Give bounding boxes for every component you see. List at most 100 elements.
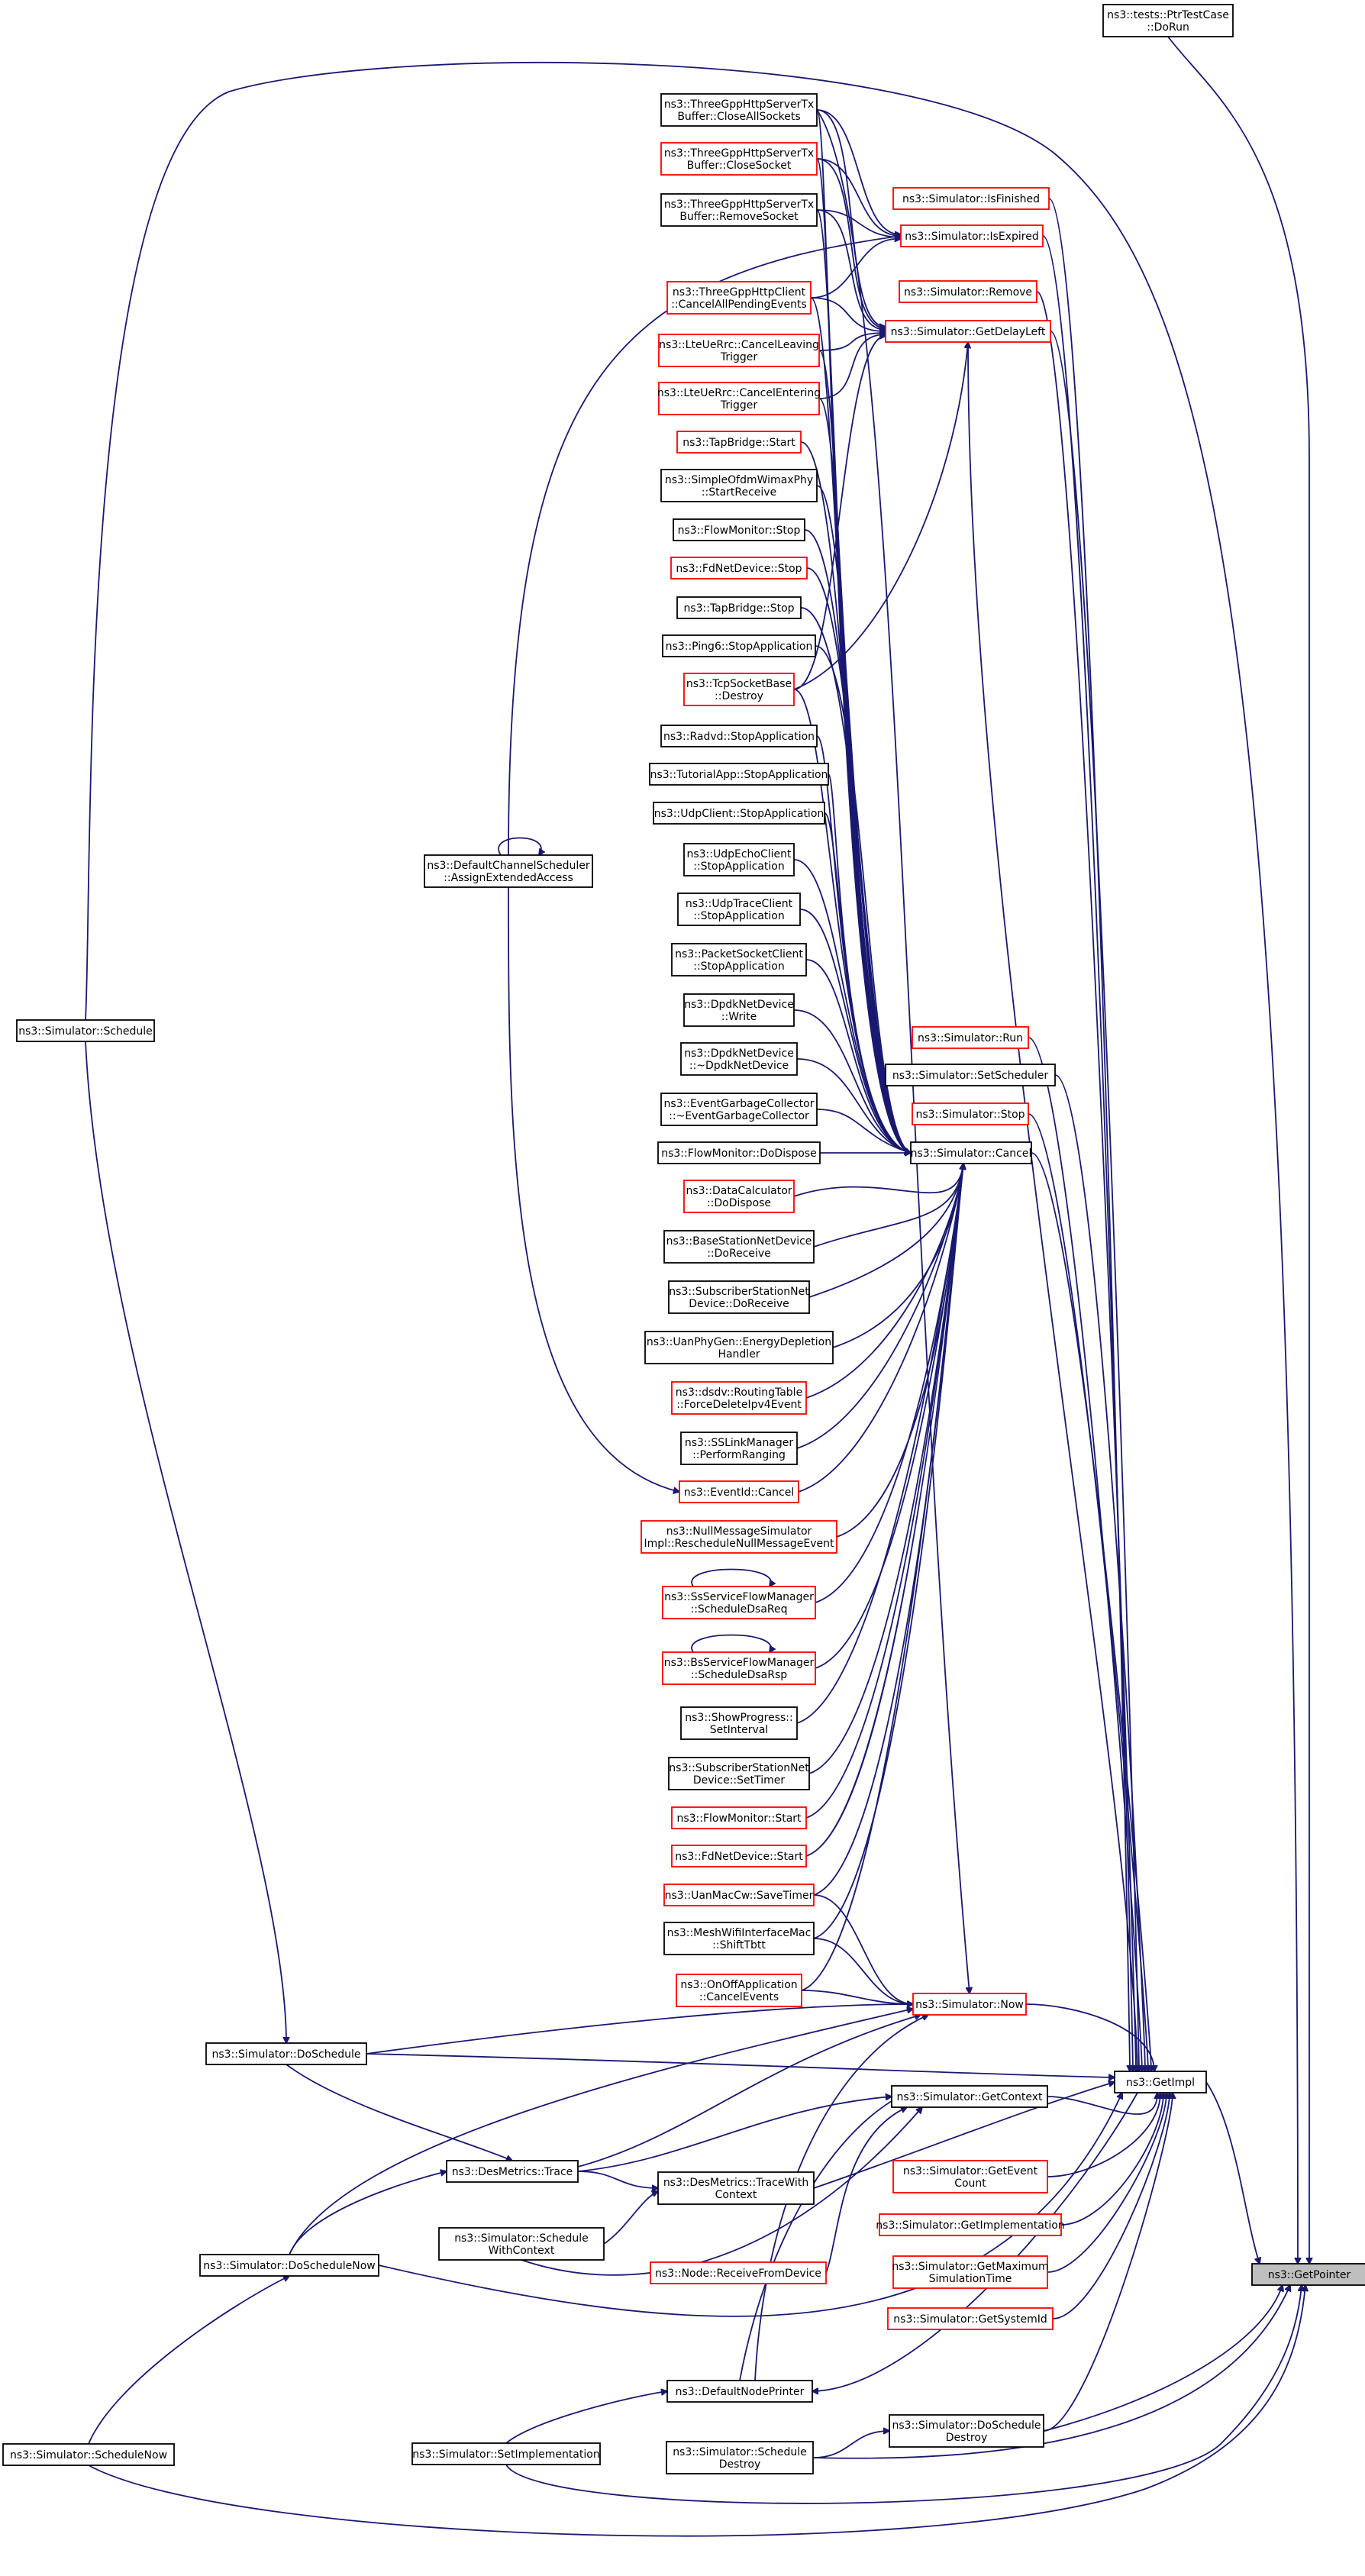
node-label-line: ns3::FlowMonitor::Stop [678,525,801,537]
node-box [680,1432,798,1465]
node-get-implementation[interactable]: ns3::Simulator::GetImplementation [876,2213,1065,2236]
node-label-line: ns3::Simulator::Schedule [673,2446,807,2458]
edge-SetImplementation-to-GetPointer [505,2285,1302,2504]
node-label-line: ::PerformRanging [692,1449,786,1461]
node-label-line: ns3::MeshWifiInterfaceMac [667,1927,812,1939]
node-now[interactable]: ns3::Simulator::Now [912,1993,1027,2016]
node-ping6-stop[interactable]: ns3::Ping6::StopApplication [662,634,816,657]
node-node-receive[interactable]: ns3::Node::ReceiveFromDevice [650,2261,827,2284]
node-event-garbage[interactable]: ns3::EventGarbageCollector::~EventGarbag… [660,1093,818,1126]
node-on-off-cancel[interactable]: ns3::OnOffApplication::CancelEvents [676,1974,802,2007]
edge-RemoveSocket-to-GetDelayLeft [816,209,886,330]
node-cancel-all-pending[interactable]: ns3::ThreeGppHttpClient::CancelAllPendin… [666,281,812,315]
node-subscriber-timer[interactable]: ns3::SubscriberStationNetDevice::SetTime… [668,1757,810,1790]
node-flow-monitor-start[interactable]: ns3::FlowMonitor::Start [671,1806,807,1829]
node-box [657,2171,815,2205]
node-null-message[interactable]: ns3::NullMessageSimulatorImpl::Reschedul… [641,1520,837,1554]
node-ss-dsa-req[interactable]: ns3::SsServiceFlowManager::ScheduleDsaRe… [662,1586,816,1619]
node-event-id-cancel[interactable]: ns3::EventId::Cancel [679,1480,799,1503]
node-tap-bridge-stop[interactable]: ns3::TapBridge::Stop [676,596,802,619]
node-cancel[interactable]: ns3::Simulator::Cancel [910,1141,1032,1164]
node-mesh-shift-tbtt[interactable]: ns3::MeshWifiInterfaceMac::ShiftTbtt [663,1922,815,1955]
node-ptr-test-case[interactable]: ns3::tests::PtrTestCase::DoRun [1102,4,1234,37]
node-label-line: ns3::Simulator::IsFinished [902,193,1040,205]
node-tutorial-stop[interactable]: ns3::TutorialApp::StopApplication [649,763,829,786]
node-box [411,2442,601,2465]
node-label-line: ns3::Simulator::ScheduleNow [10,2449,167,2461]
node-sslink-ranging[interactable]: ns3::SSLinkManager::PerformRanging [680,1432,798,1465]
node-fd-net-device-start[interactable]: ns3::FdNetDevice::Start [671,1845,807,1867]
node-get-delay-left[interactable]: ns3::Simulator::GetDelayLeft [885,320,1051,343]
node-do-schedule-now[interactable]: ns3::Simulator::DoScheduleNow [199,2254,379,2277]
node-remove-sim[interactable]: ns3::Simulator::Remove [899,280,1037,303]
node-get-system-id[interactable]: ns3::Simulator::GetSystemId [887,2307,1054,2330]
node-tap-bridge-start[interactable]: ns3::TapBridge::Start [676,431,802,454]
node-default-node-printer[interactable]: ns3::DefaultNodePrinter [666,2380,813,2403]
node-close-all-sockets[interactable]: ns3::ThreeGppHttpServerTxBuffer::CloseAl… [660,93,818,127]
node-label-line: ns3::SubscriberStationNet [669,1762,809,1774]
node-remove-socket[interactable]: ns3::ThreeGppHttpServerTxBuffer::RemoveS… [660,193,818,227]
node-udp-trace-stop[interactable]: ns3::UdpTraceClient::StopApplication [677,893,801,926]
node-set-scheduler[interactable]: ns3::Simulator::SetScheduler [885,1064,1056,1086]
node-get-impl[interactable]: ns3::GetImpl [1114,2071,1207,2093]
node-show-progress[interactable]: ns3::ShowProgress::SetInterval [680,1706,798,1740]
node-flow-monitor-do-dispose[interactable]: ns3::FlowMonitor::DoDispose [657,1141,821,1164]
node-dpdk-destructor[interactable]: ns3::DpdkNetDevice::~DpdkNetDevice [680,1042,798,1076]
node-box [660,93,818,127]
edge-CloseSocket-to-GetDelayLeft [816,158,886,328]
node-udp-client-stop[interactable]: ns3::UdpClient::StopApplication [653,802,825,825]
node-label-line: ns3::UdpEchoClient [686,848,792,860]
node-is-finished[interactable]: ns3::Simulator::IsFinished [892,187,1050,210]
node-des-trace[interactable]: ns3::DesMetrics::Trace [446,2160,579,2183]
edge-IsExpired-to-GetImpl [1042,235,1133,2071]
node-box [912,1993,1027,2016]
node-stop-sim[interactable]: ns3::Simulator::Stop [912,1102,1029,1125]
node-label-line: ns3::FlowMonitor::Start [676,1813,802,1825]
node-flow-monitor-stop[interactable]: ns3::FlowMonitor::Stop [673,518,805,541]
edge-GetImpl-to-GetPointer [1205,2081,1260,2264]
node-set-implementation[interactable]: ns3::Simulator::SetImplementation [411,2442,601,2465]
node-label-line: SetInterval [710,1724,769,1736]
node-box [16,1019,155,1042]
node-box [668,1280,810,1314]
edge-Schedule-to-DoSchedule [85,1041,286,2043]
node-tcp-destroy[interactable]: ns3::TcpSocketBase::Destroy [683,673,795,706]
node-subscriber-receive[interactable]: ns3::SubscriberStationNetDevice::DoRecei… [668,1280,810,1314]
node-do-schedule[interactable]: ns3::Simulator::DoSchedule [205,2042,367,2065]
node-schedule-now[interactable]: ns3::Simulator::ScheduleNow [2,2443,175,2466]
node-dsdv-force-delete[interactable]: ns3::dsdv::RoutingTable::ForceDeleteIpv4… [671,1381,807,1415]
edge-DefaultChannelScheduler-to-IsExpired [508,236,901,856]
node-label-line: ns3::Simulator::Schedule [18,1025,153,1038]
node-box [666,2380,813,2403]
node-fd-net-device-stop[interactable]: ns3::FdNetDevice::Stop [670,557,808,579]
node-radvd-stop[interactable]: ns3::Radvd::StopApplication [660,725,818,747]
node-ofdm-start-receive[interactable]: ns3::SimpleOfdmWimaxPhy::StartReceive [660,469,818,502]
node-schedule[interactable]: ns3::Simulator::Schedule [16,1019,155,1042]
node-label-line: ns3::SimpleOfdmWimaxPhy [665,474,813,486]
node-bs-dsa-rsp[interactable]: ns3::BsServiceFlowManager::ScheduleDsaRs… [662,1651,816,1685]
node-run[interactable]: ns3::Simulator::Run [912,1026,1029,1049]
node-box [199,2254,379,2277]
edge-DpdkWrite-to-Cancel [793,1009,911,1153]
node-close-socket[interactable]: ns3::ThreeGppHttpServerTxBuffer::CloseSo… [660,142,818,176]
node-label-line: Buffer::CloseSocket [687,160,792,172]
node-packet-socket-stop[interactable]: ns3::PacketSocketClient::StopApplication [671,943,807,976]
node-is-expired[interactable]: ns3::Simulator::IsExpired [900,224,1044,247]
node-udp-echo-stop[interactable]: ns3::UdpEchoClient::StopApplication [683,843,795,876]
node-base-station-receive[interactable]: ns3::BaseStationNetDevice::DoReceive [663,1230,815,1264]
node-get-context[interactable]: ns3::Simulator::GetContext [891,2085,1048,2108]
node-get-pointer[interactable]: ns3::GetPointer [1251,2263,1365,2286]
node-uan-save-timer[interactable]: ns3::UanMacCw::SaveTimer [663,1884,815,1906]
node-data-calc-dispose[interactable]: ns3::DataCalculator::DoDispose [683,1180,795,1213]
node-dpdk-write[interactable]: ns3::DpdkNetDevice::Write [683,993,795,1027]
node-default-channel-scheduler[interactable]: ns3::DefaultChannelScheduler::AssignExte… [424,854,593,888]
